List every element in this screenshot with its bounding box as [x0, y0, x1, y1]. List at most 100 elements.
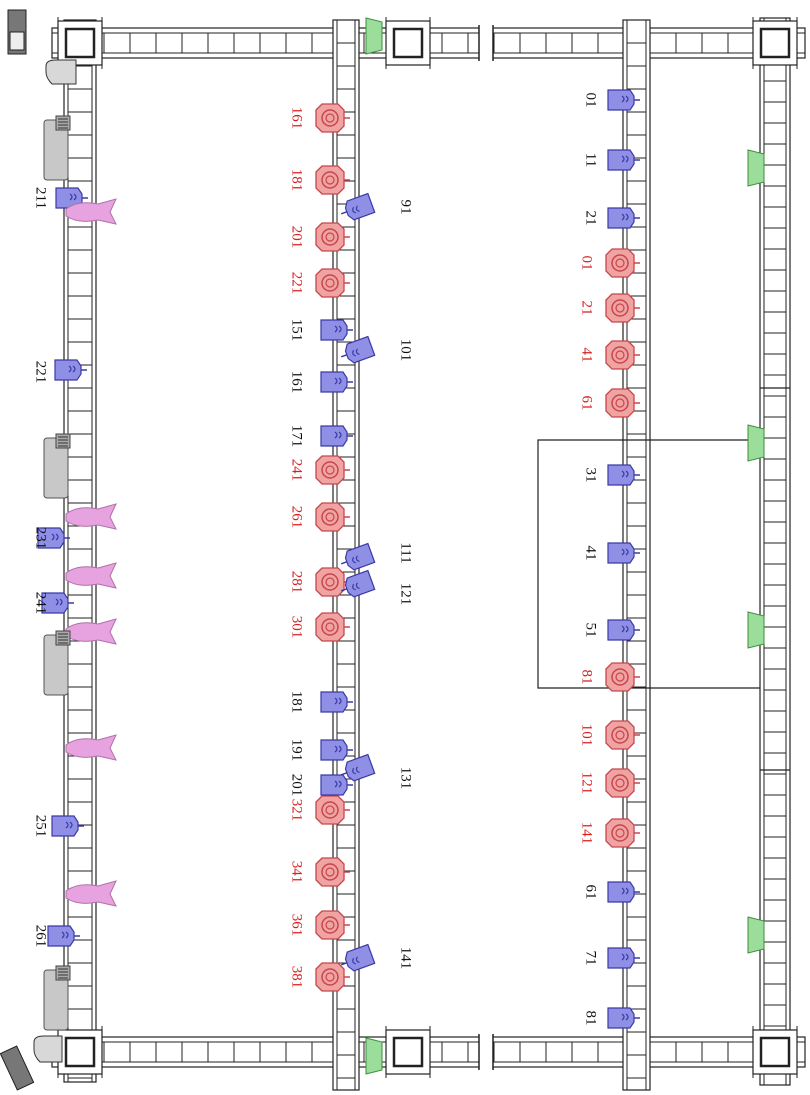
- left-blue-machine-261-mark: [61, 931, 69, 939]
- mid-left-red-machine-321-ring: [321, 801, 339, 819]
- mid-left-blue-label-161: 161: [289, 371, 305, 394]
- mid-left-red-machine-301-core: [325, 622, 335, 632]
- mid-right-red-machine-81-body: [605, 662, 635, 692]
- mid-left-red-machine-181-body: [315, 165, 345, 195]
- mid-left-red-machine-161-core: [325, 113, 335, 123]
- mid-tilted-blue-machine-131-arm: [340, 772, 348, 776]
- mid-right-red-machine-141-body: [605, 818, 635, 848]
- junction-top-right: [752, 17, 798, 69]
- mid-left-red-machine-241-core: [325, 465, 335, 475]
- pink-part-6-body: [65, 880, 117, 907]
- pink-part-6: [65, 880, 117, 907]
- mid-left-blue-machine-201: [320, 774, 353, 796]
- pink-part-4: [65, 618, 117, 645]
- mid-right-blue-machine-81-mark: [621, 1013, 629, 1021]
- mid-left-red-machine-201-body: [315, 222, 345, 252]
- transfer-box-bottom-inner: [392, 1036, 424, 1068]
- mid-tilted-blue-machine-101-mark: [352, 348, 360, 357]
- gray-unit-3: [43, 630, 71, 696]
- mid-right-blue-machine-31-body: [607, 464, 635, 486]
- mid-left-red-machine-281-ring: [321, 573, 339, 591]
- pink-part-1: [65, 198, 117, 225]
- mid-right-blue-machine-51: [607, 619, 640, 641]
- mid-right-blue-machine-61: [607, 881, 640, 903]
- mid-right-blue-machine-51-mark: [621, 625, 629, 633]
- mid-left-red-machine-221-ring: [321, 274, 339, 292]
- mid-left-red-machine-201-ring: [321, 228, 339, 246]
- mid-right-blue-label-01: 01: [583, 93, 599, 108]
- mid-right-blue-machine-51-body: [607, 619, 635, 641]
- mid-left-red-machine-361-ring: [321, 916, 339, 934]
- mid-left-blue-label-171: 171: [289, 425, 305, 448]
- mid-tilted-blue-machine-131: [340, 753, 376, 782]
- mid-tilted-blue-machine-91-mark: [352, 205, 360, 214]
- mid-right-red-machine-141-ring: [611, 824, 629, 842]
- mid-right-red-machine-141: [605, 818, 640, 848]
- mid-left-red-machine-361: [315, 910, 350, 940]
- mid-right-red-label-141: 141: [579, 822, 595, 845]
- left-blue-machine-221-body: [54, 359, 82, 381]
- mid-left-red-machine-261: [315, 502, 350, 532]
- mid-left-blue-machine-191-mark: [334, 745, 342, 753]
- mid-left-red-machine-341-ring: [321, 863, 339, 881]
- pink-part-3: [65, 562, 117, 589]
- mid-right-blue-machine-61-mark: [621, 887, 629, 895]
- mid-left-blue-machine-181: [320, 691, 353, 713]
- mid-right-red-machine-01-ring: [611, 254, 629, 272]
- mid-left-red-machine-201: [315, 222, 350, 252]
- mid-tilted-blue-machine-141-arm: [340, 962, 348, 966]
- mid-right-blue-machine-61-body: [607, 881, 635, 903]
- mid-left-red-machine-181-core: [325, 175, 335, 185]
- mid-right-blue-machine-81-body: [607, 1007, 635, 1029]
- green-station-top-left-row: [365, 17, 383, 55]
- left-blue-machine-221: [54, 359, 87, 381]
- mid-left-red-label-341: 341: [289, 861, 305, 884]
- left-blue-label-221: 221: [33, 361, 49, 384]
- left-blue-machine-261-body: [47, 925, 75, 947]
- mid-left-red-machine-221-body: [315, 268, 345, 298]
- mid-left-blue-machine-151-mark: [334, 325, 342, 333]
- mid-tilted-blue-machine-111-body: [344, 542, 376, 571]
- mid-right-blue-machine-41: [607, 542, 640, 564]
- mid-left-blue-label-201: 201: [289, 774, 305, 797]
- mid-left-red-machine-341: [315, 857, 350, 887]
- mid-left-red-machine-321-core: [325, 805, 335, 815]
- junction-bottom-right: [752, 1026, 798, 1078]
- mid-left-red-machine-221-core: [325, 278, 335, 288]
- mid-left-blue-machine-201-mark: [334, 780, 342, 788]
- junction-bottom-right-inner: [759, 1036, 791, 1068]
- gray-unit-4: [43, 965, 71, 1031]
- mid-right-blue-machine-21-mark: [621, 213, 629, 221]
- mid-right-red-label-101: 101: [579, 724, 595, 747]
- mid-right-red-machine-21-body: [605, 293, 635, 323]
- mid-right-red-machine-61-body: [605, 388, 635, 418]
- mid-right-blue-machine-01: [607, 89, 640, 111]
- mid-right-red-machine-141-core: [615, 828, 625, 838]
- mid-right-blue-label-81: 81: [583, 1011, 599, 1026]
- mid-right-red-machine-101-ring: [611, 726, 629, 744]
- mid-right-red-label-21: 21: [579, 301, 595, 316]
- mid-right-blue-machine-71-body: [607, 947, 635, 969]
- mid-tilted-blue-machine-141-mark: [352, 956, 360, 965]
- transfer-box-top-inner: [392, 27, 424, 59]
- mid-left-red-machine-281-core: [325, 577, 335, 587]
- mid-left-red-label-201: 201: [289, 226, 305, 249]
- mid-tilted-blue-machine-121-arm: [340, 588, 348, 592]
- mid-tilted-blue-label-131: 131: [398, 767, 414, 790]
- mid-right-red-label-01: 01: [579, 256, 595, 271]
- mid-left-red-machine-261-body: [315, 502, 345, 532]
- mid-tilted-blue-machine-111: [340, 542, 376, 571]
- mid-left-red-label-321: 321: [289, 799, 305, 822]
- gray-unit-2: [43, 433, 71, 499]
- mid-left-blue-label-151: 151: [289, 319, 305, 342]
- mid-left-red-machine-261-core: [325, 512, 335, 522]
- left-blue-machine-211-mark: [69, 193, 77, 201]
- mid-left-blue-label-181: 181: [289, 691, 305, 714]
- mid-left-red-label-181: 181: [289, 169, 305, 192]
- mid-left-red-machine-201-core: [325, 232, 335, 242]
- mid-left-red-machine-301-ring: [321, 618, 339, 636]
- mid-left-blue-machine-151-body: [320, 319, 348, 341]
- top-left-hood: [45, 59, 77, 85]
